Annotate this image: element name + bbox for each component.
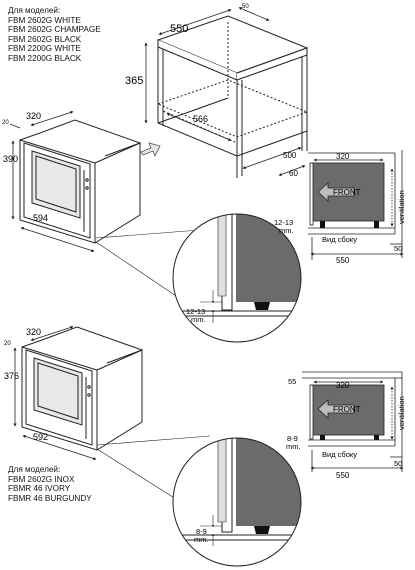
models-list-bottom: Для моделей: FBM 2602G INOX FBMR 46 IVOR… xyxy=(8,465,92,503)
model-item: FBM 2602G BLACK xyxy=(8,34,82,44)
oven-drawing-top xyxy=(9,110,142,253)
insert-arrow-icon xyxy=(140,142,161,157)
side-bottom-unit-label: mm. xyxy=(286,442,301,451)
side-top-depth-label: 320 xyxy=(336,152,350,161)
model-item: FBM 2200G BLACK xyxy=(8,53,82,63)
cabinet-drawing xyxy=(144,7,309,178)
model-item: FBM 2602G WHITE xyxy=(8,15,81,25)
cabinet-inner-width-label: 566 xyxy=(193,114,208,124)
oven-bottom-side-label: 20 xyxy=(4,341,11,347)
detail-bottom-unit-label: mm. xyxy=(194,535,209,544)
cabinet-top-small-label: 50 xyxy=(242,4,249,10)
models-heading: Для моделей: xyxy=(8,465,61,474)
detail-top-gap-label: 12-13 xyxy=(186,307,205,316)
oven-drawing-bottom xyxy=(13,325,144,461)
detail-circle-bottom xyxy=(172,437,302,567)
side-bottom-front-label: FRONT xyxy=(333,405,361,414)
side-top-ventilation-label: ventilation xyxy=(397,190,406,224)
oven-bottom-height-label: 376 xyxy=(4,371,19,381)
side-bottom-caption: Вид сбоку xyxy=(322,450,357,459)
model-item: FBM 2200G WHITE xyxy=(8,44,81,54)
side-top-total-label: 550 xyxy=(336,256,350,265)
oven-top-width-label: 594 xyxy=(33,213,48,223)
oven-bottom-width-label: 592 xyxy=(33,432,48,442)
side-top-gap-label: 12-13 xyxy=(274,218,293,227)
front-arrow-icon xyxy=(317,399,355,419)
side-top-caption: Вид сбоку xyxy=(322,235,357,244)
detail-circle-top xyxy=(172,213,302,343)
side-bottom-depth-label: 320 xyxy=(336,381,350,390)
model-item: FBMR 46 BURGUNDY xyxy=(8,493,92,503)
side-bottom-total-label: 550 xyxy=(336,471,350,480)
oven-bottom-depth-label: 320 xyxy=(26,327,41,337)
side-bottom-gap-label: 8-9 xyxy=(287,434,298,443)
model-item: FBM 2602G INOX xyxy=(8,474,75,484)
side-top-unit-label: mm. xyxy=(279,226,294,235)
oven-top-side-label: 20 xyxy=(2,120,9,126)
side-top-front-label: FRONT xyxy=(333,188,361,197)
oven-top-depth-label: 320 xyxy=(26,111,41,121)
cabinet-depth-label: 550 xyxy=(170,23,188,35)
cabinet-height-label: 365 xyxy=(125,75,143,87)
model-item: FBM 2602G CHAMPAGE xyxy=(8,25,101,35)
side-top-small-label: 50 xyxy=(394,244,402,253)
models-heading: Для моделей: xyxy=(8,6,61,15)
detail-top-unit-label: mm. xyxy=(191,315,206,324)
cabinet-bottom-small-label: 60 xyxy=(289,169,298,178)
detail-bottom-gap-label: 8-9 xyxy=(196,527,207,536)
models-list-top: Для моделей: FBM 2602G WHITE FBM 2602G C… xyxy=(8,6,101,64)
oven-top-height-label: 390 xyxy=(3,154,18,164)
model-item: FBMR 46 IVORY xyxy=(8,484,71,494)
side-bottom-top-gap-label: 55 xyxy=(288,377,296,386)
side-bottom-small-label: 50 xyxy=(394,459,402,468)
front-arrow-icon xyxy=(317,182,355,202)
cabinet-bottom-depth-label: 500 xyxy=(283,151,297,160)
side-bottom-ventilation-label: ventilation xyxy=(397,396,406,430)
